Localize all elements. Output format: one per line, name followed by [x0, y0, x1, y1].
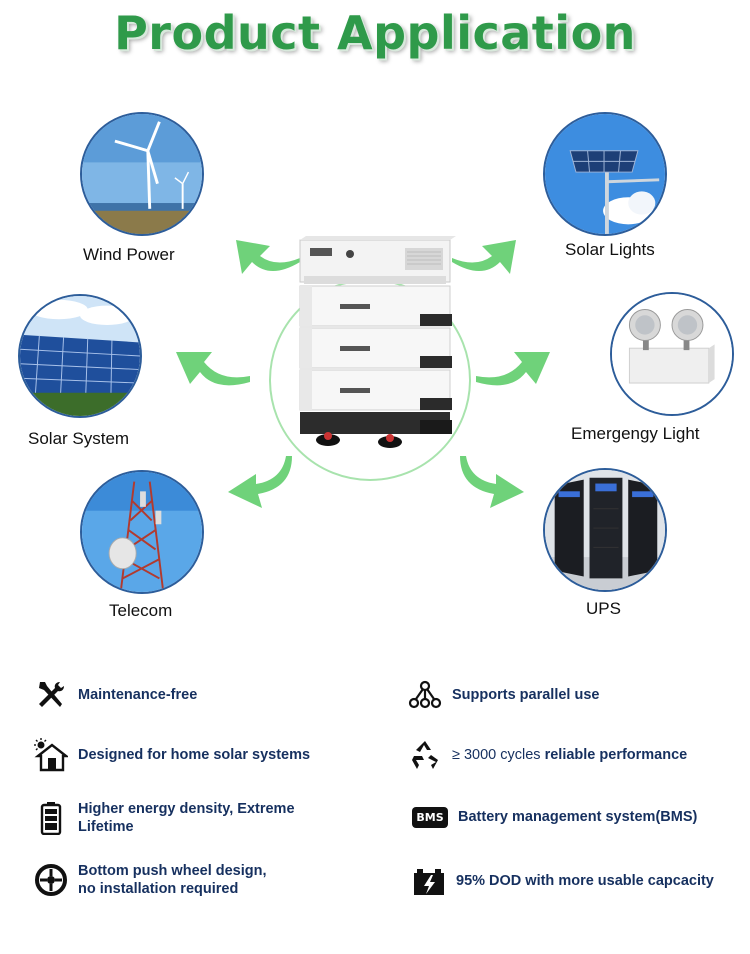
solar-house-icon — [34, 738, 68, 772]
feature-text: ≥ 3000 cycles reliable performance — [452, 747, 688, 763]
feature-text: Bottom push wheel design, no installatio… — [78, 863, 267, 897]
feature-energy-density: Higher energy density, Extreme Lifetime — [34, 800, 295, 836]
arrow-emergency — [476, 352, 550, 386]
page-title: Product Application — [114, 6, 636, 60]
recycle-icon — [408, 738, 442, 772]
cycles-highlight: ≥ 3000 cycles — [452, 747, 541, 763]
ups-image — [543, 468, 667, 592]
feature-cycles: ≥ 3000 cycles reliable performance — [408, 738, 687, 772]
feature-bms: BMS Battery management system(BMS) — [412, 800, 697, 834]
feature-push-wheel: Bottom push wheel design, no installatio… — [34, 862, 267, 898]
ups-label: UPS — [586, 599, 621, 618]
bms-badge-icon: BMS — [412, 800, 448, 834]
parallel-nodes-icon — [408, 678, 442, 712]
emergency-light-label: Emergengy Light — [571, 424, 700, 443]
wheel-icon — [34, 863, 68, 897]
feature-maintenance-free: Maintenance-free — [34, 678, 197, 712]
feature-text: Maintenance-free — [78, 687, 198, 703]
wind-power-label: Wind Power — [83, 245, 175, 264]
car-battery-icon — [412, 864, 446, 898]
feature-text: Supports parallel use — [452, 687, 600, 703]
feature-home-solar: Designed for home solar systems — [34, 738, 310, 772]
telecom-label: Telecom — [109, 601, 173, 620]
arrow-solar-system — [176, 352, 250, 386]
feature-parallel-use: Supports parallel use — [408, 678, 599, 712]
feature-dod: 95% DOD with more usable capcacity — [412, 864, 714, 898]
emergency-light-image — [610, 292, 734, 416]
wind-power-image — [80, 112, 204, 236]
solar-system-image — [18, 294, 142, 418]
solar-system-label: Solar System — [28, 429, 130, 448]
feature-text: Higher energy density, Extreme Lifetime — [78, 801, 295, 835]
feature-text: Designed for home solar systems — [78, 747, 311, 763]
solar-lights-image — [543, 112, 667, 236]
feature-text: 95% DOD with more usable capcacity — [456, 873, 714, 889]
wrench-screwdriver-icon — [34, 678, 68, 712]
battery-icon — [34, 801, 68, 835]
battery-stack-image — [299, 236, 456, 448]
telecom-image — [80, 470, 204, 594]
feature-text: Battery management system(BMS) — [458, 809, 698, 825]
solar-lights-label: Solar Lights — [565, 240, 655, 259]
